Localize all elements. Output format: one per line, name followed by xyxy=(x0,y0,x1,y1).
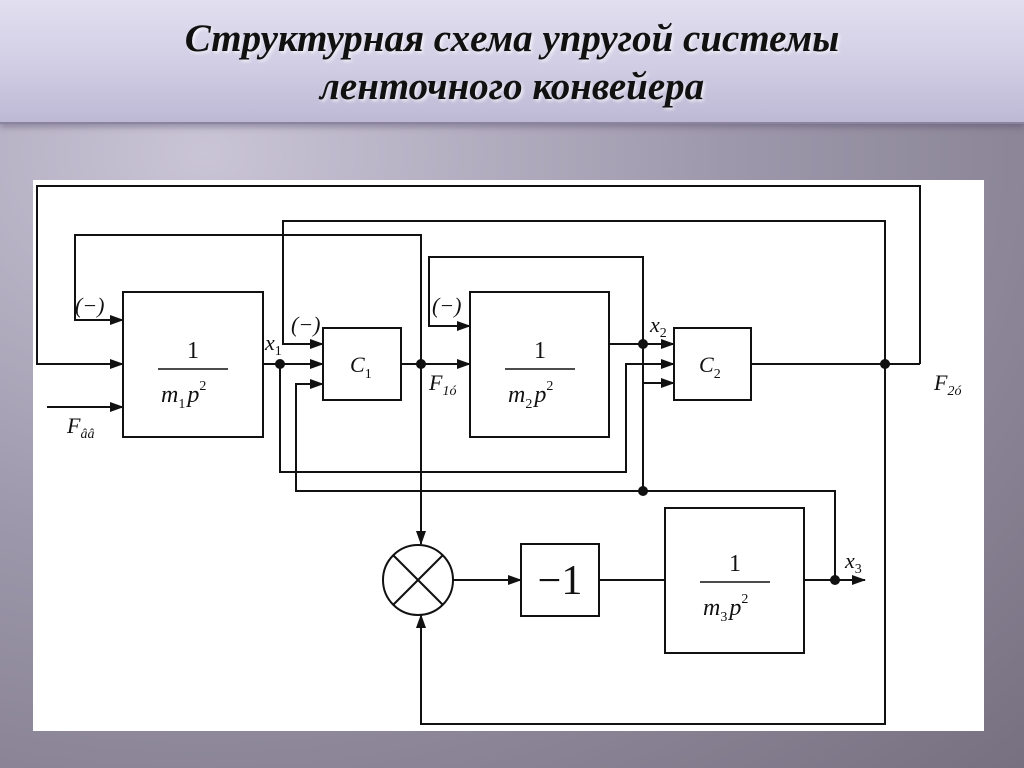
block2-denominator: m2p2 xyxy=(508,379,553,412)
junction-x1 xyxy=(275,359,285,369)
signal-x2: x2 xyxy=(649,312,667,341)
block2-numerator: 1 xyxy=(534,338,546,364)
gain-label: −1 xyxy=(538,558,583,604)
signal-x3: x3 xyxy=(844,548,862,577)
wire-f2-feedback-block2 xyxy=(428,256,644,344)
c1-rect xyxy=(322,327,402,401)
block1-numerator: 1 xyxy=(187,338,199,364)
c1-label: C1 xyxy=(350,352,372,382)
gain-rect xyxy=(520,543,600,617)
title-band: Структурная схема упругой системы ленточ… xyxy=(0,0,1024,124)
neg-sign-block1: (−) xyxy=(75,293,105,318)
junction-x3 xyxy=(830,575,840,585)
signal-fin: Fââ xyxy=(66,413,94,442)
block1-rect xyxy=(122,291,264,438)
block3-rect xyxy=(664,507,805,654)
c2-rect xyxy=(673,327,752,401)
slide-title-line2: ленточного конвейера xyxy=(319,65,705,108)
wire-f1-feedback-block1 xyxy=(74,234,422,364)
diagram-canvas: 1 m1p2 1 m2p2 1 m3p2 C1 C2 −1 (−) (−) (−… xyxy=(33,180,984,731)
block3-numerator: 1 xyxy=(729,551,741,577)
wire-c1-neg-input xyxy=(282,220,886,364)
neg-sign-c1: (−) xyxy=(291,312,321,337)
neg-sign-block2: (−) xyxy=(432,293,462,318)
signal-f1: F1ó xyxy=(428,370,456,399)
junction-f2 xyxy=(880,359,890,369)
wire-f2-to-sum xyxy=(416,364,886,725)
wire-x1-to-c2 xyxy=(279,359,675,473)
signal-x1: x1 xyxy=(264,330,282,359)
junction-x2-return xyxy=(638,486,648,496)
slide-title-line1: Структурная схема упругой системы xyxy=(184,17,840,60)
junction-f1 xyxy=(416,359,426,369)
c2-label: C2 xyxy=(699,352,721,382)
signal-f2: F2ó xyxy=(933,370,961,399)
block-diagram: 1 m1p2 1 m2p2 1 m3p2 C1 C2 −1 (−) (−) (−… xyxy=(36,185,961,725)
block3-denominator: m3p2 xyxy=(703,592,748,625)
wire-f2-outer-loop xyxy=(36,185,921,369)
block1-denominator: m1p2 xyxy=(161,379,206,412)
block2-rect xyxy=(469,291,610,438)
junction-x2 xyxy=(638,339,648,349)
